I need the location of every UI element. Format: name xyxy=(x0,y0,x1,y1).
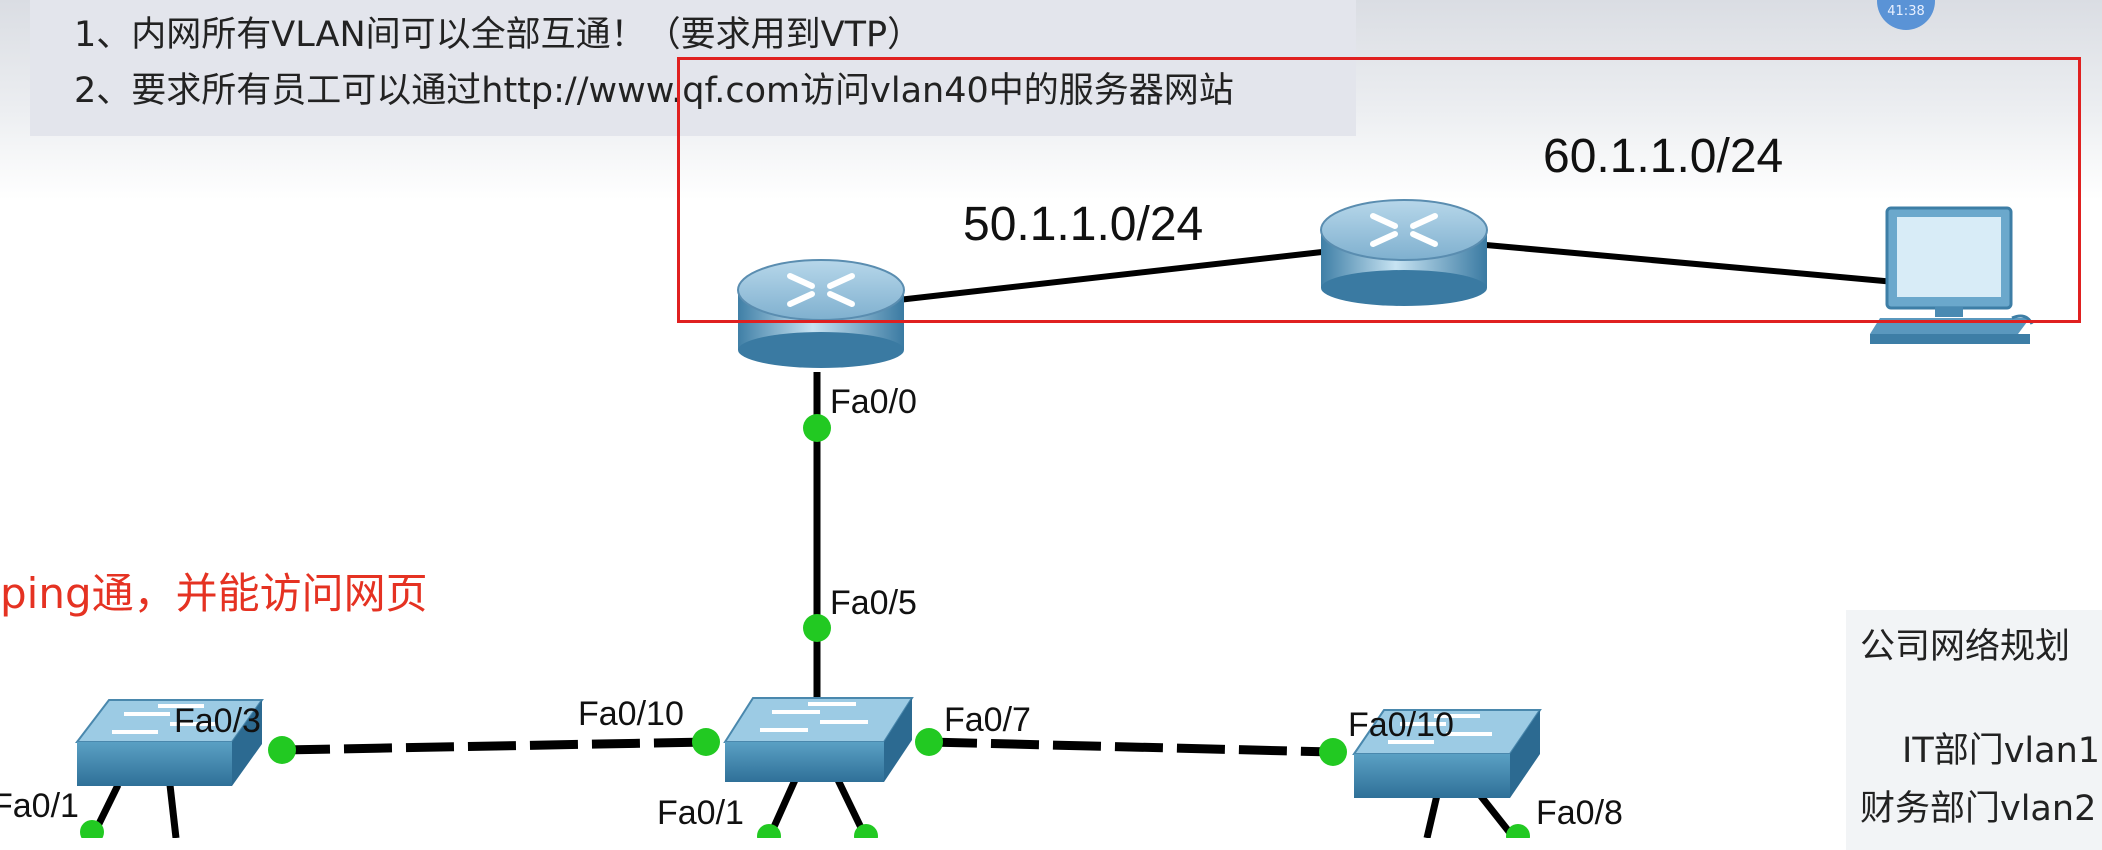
port-label-leftsw-fa03: Fa0/3 xyxy=(174,702,261,740)
port-label-leftsw-fa01: Fa0/1 xyxy=(0,787,79,825)
router-arrows-icon xyxy=(1370,213,1438,247)
port-status-dots xyxy=(80,414,1530,838)
task-line-1: 1、内网所有VLAN间可以全部互通！（要求用到VTP） xyxy=(74,15,923,55)
port-label-rightsw-fa010: Fa0/10 xyxy=(1348,706,1454,744)
link-r1-r2 xyxy=(897,249,1323,303)
link-core-rightsw xyxy=(928,737,1334,757)
link-rightsw-down-1 xyxy=(1423,794,1441,838)
port-dot-core-fa010 xyxy=(692,728,720,756)
port-label-core-fa05: Fa0/5 xyxy=(830,584,917,622)
port-dot-leftsw-fa03 xyxy=(268,736,296,764)
switch-arrows-icon xyxy=(760,702,868,732)
link-leftsw-down-2 xyxy=(166,784,180,838)
port-dot-leftsw-fa01 xyxy=(80,820,104,838)
plan-title: 公司网络规划 xyxy=(1860,627,2071,667)
plan-finance-dept: 财务部门vlan2 xyxy=(1860,789,2097,829)
port-dot-core-fa01b xyxy=(854,824,878,838)
task-box: 1、内网所有VLAN间可以全部互通！（要求用到VTP） 2、要求所有员工可以通过… xyxy=(30,0,1356,136)
port-dot-core-fa05 xyxy=(803,614,831,642)
port-label-core-fa01: Fa0/1 xyxy=(657,794,744,832)
port-label-r1-fa00: Fa0/0 xyxy=(830,383,917,421)
port-label-rightsw-fa08: Fa0/8 xyxy=(1536,794,1623,832)
port-dot-core-fa07 xyxy=(915,728,943,756)
core-switch[interactable] xyxy=(723,697,914,782)
link-r2-pc xyxy=(1485,242,1896,285)
plan-it-dept: IT部门vlan1 xyxy=(1902,731,2101,771)
highlight-frame xyxy=(677,57,2081,323)
port-dot-r1-fa00 xyxy=(803,414,831,442)
network-plan-panel: 公司网络规划 IT部门vlan1 财务部门vlan2 xyxy=(1846,610,2102,850)
port-dot-rightsw-fa010 xyxy=(1319,738,1347,766)
links xyxy=(88,242,1896,838)
port-label-core-fa07: Fa0/7 xyxy=(944,701,1031,739)
switch-arrows-icon xyxy=(1388,714,1492,744)
task-line-2: 2、要求所有员工可以通过http://www.qf.com访问vlan40中的服… xyxy=(74,71,1234,111)
requirement-note: ping通，并能访问网页 xyxy=(0,569,428,618)
network-label-50: 50.1.1.0/24 xyxy=(963,198,1203,251)
router-2[interactable] xyxy=(1320,199,1488,306)
switch-arrows-icon xyxy=(112,704,216,734)
left-switch[interactable] xyxy=(74,699,264,786)
port-dot-rightsw-fa08 xyxy=(1506,824,1530,838)
link-core-leftsw xyxy=(281,737,707,755)
port-dot-core-fa01a xyxy=(757,824,781,838)
network-label-60: 60.1.1.0/24 xyxy=(1543,130,1783,183)
router-arrows-icon xyxy=(787,273,855,307)
right-switch[interactable] xyxy=(1352,709,1542,798)
port-label-core-fa010: Fa0/10 xyxy=(578,695,684,733)
